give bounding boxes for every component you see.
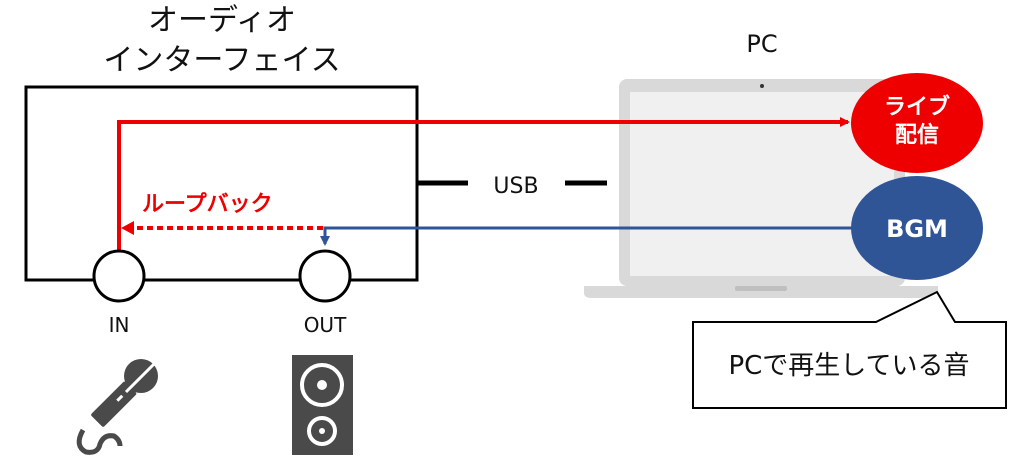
port-in — [92, 249, 146, 303]
bgm-node — [851, 176, 983, 280]
callout-box — [692, 290, 1007, 409]
bgm-label: BGM — [886, 215, 948, 243]
live-stream-node — [851, 73, 983, 173]
loopback-label: ループバック — [142, 192, 273, 217]
usb-label: USB — [493, 174, 538, 199]
laptop-icon — [584, 79, 938, 298]
loopback-arrowhead — [121, 221, 134, 235]
pc-title: PC — [746, 30, 777, 58]
audio-interface-box — [24, 85, 419, 282]
laptop-camera — [760, 84, 764, 88]
bgm-to-out-line — [320, 226, 858, 246]
live-stream-label-line2: 配信 — [895, 122, 939, 148]
callout-text: PCで再生している音 — [728, 351, 969, 381]
speaker-icon — [292, 355, 353, 455]
port-out — [298, 249, 352, 303]
interface-title-line1: オーディオ — [148, 3, 296, 38]
live-stream-label-line1: ライブ — [884, 94, 950, 120]
mic-to-stream-line — [117, 117, 850, 250]
microphone-icon — [76, 359, 158, 455]
interface-title-line2: インターフェイス — [103, 43, 340, 78]
laptop-base — [584, 286, 938, 298]
laptop-notch — [735, 286, 787, 291]
port-in-label: IN — [109, 313, 130, 337]
port-out-label: OUT — [304, 313, 347, 337]
